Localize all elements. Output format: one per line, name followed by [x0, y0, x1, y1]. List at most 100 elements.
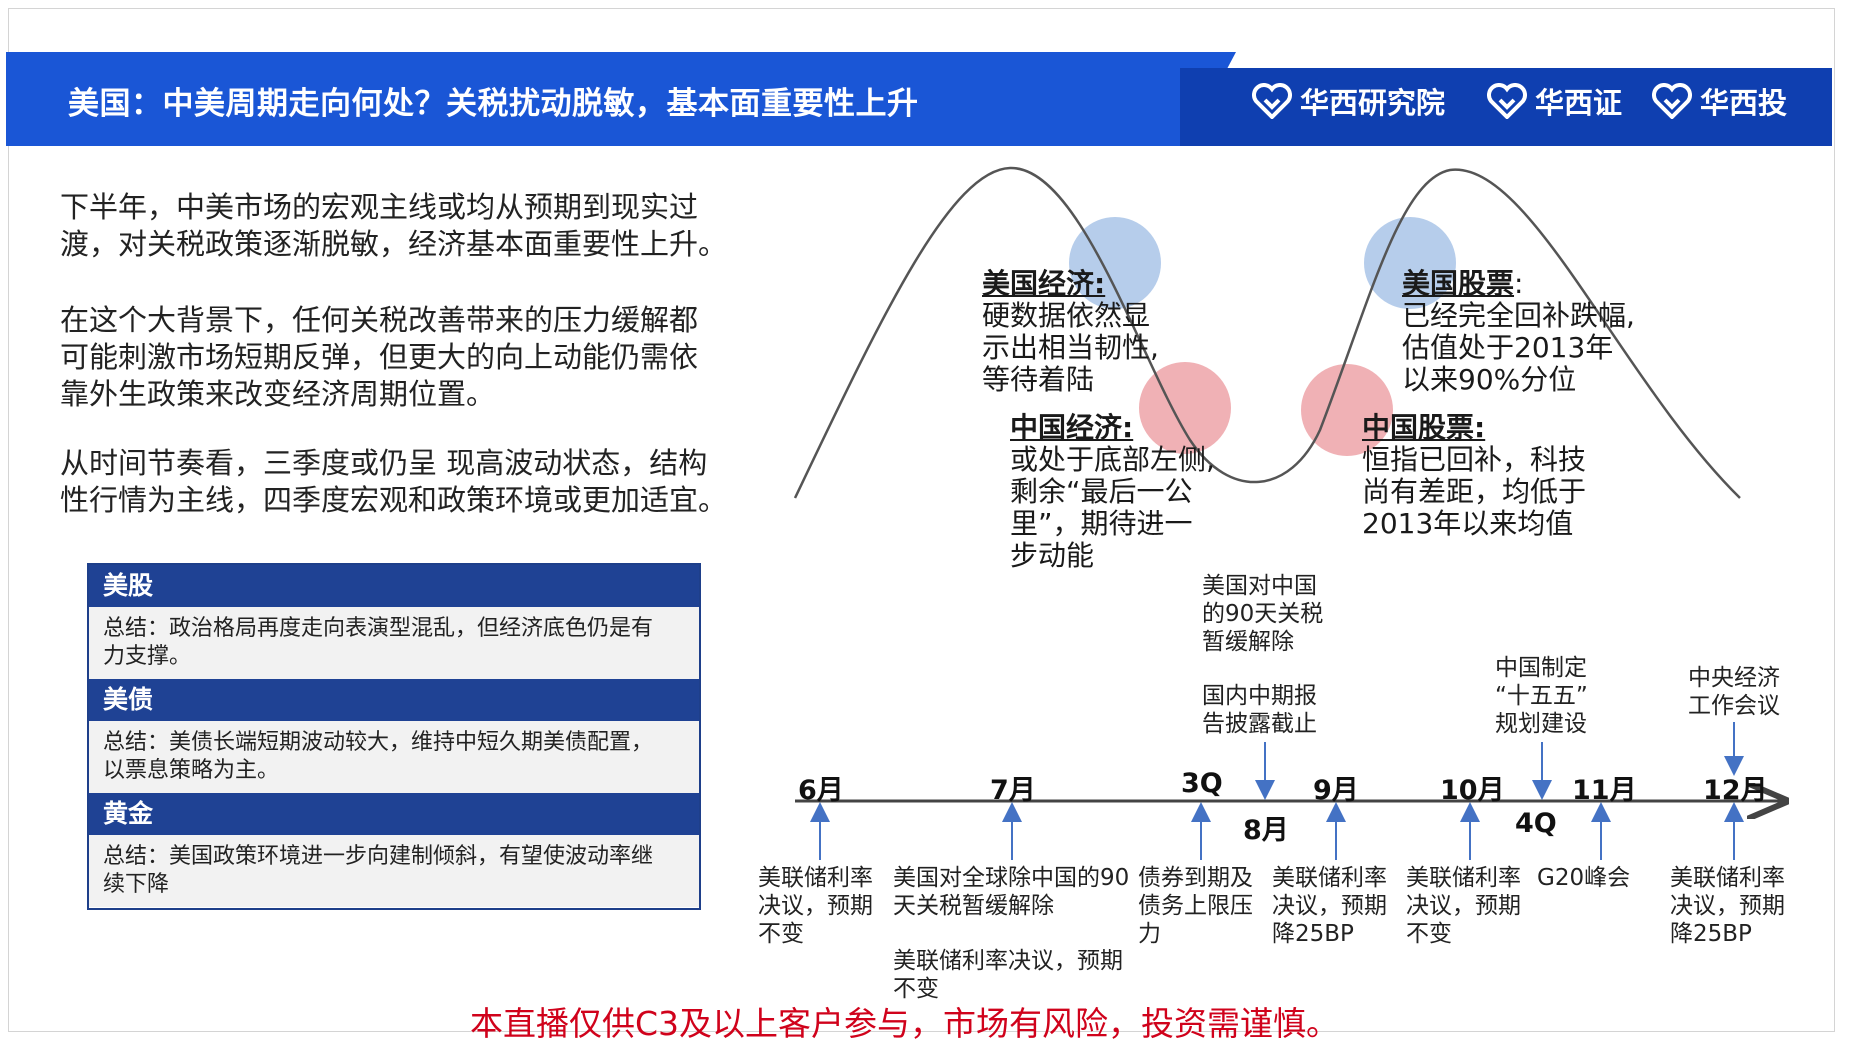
annotation-line: 示出相当韧性, — [982, 331, 1159, 364]
event-line: 不变 — [758, 921, 804, 947]
paragraph-line: 下半年，中美市场的宏观主线或均从预期到现实过 — [60, 190, 699, 224]
event-line: 美国对中国 — [1202, 573, 1317, 599]
month-label-3q: 3Q — [1181, 768, 1223, 799]
paragraph-line: 在这个大背景下，任何关税改善带来的压力缓解都 — [60, 303, 699, 337]
paragraph-line: 性行情为主线，四季度宏观和政策环境或更加适宜。 — [60, 483, 728, 517]
event-line: 降25BP — [1670, 921, 1752, 947]
brand-logo-invest: 华西投 — [1652, 80, 1787, 122]
event-fed-jul: 美联储利率决议，预期 不变 — [893, 947, 1123, 1003]
annotation-us-stocks: 美国股票: 已经完全回补跌幅, 估值处于2013年 以来90%分位 — [1402, 268, 1635, 396]
summary-line: 总结：美债长端短期波动较大，维持中短久期美债配置， — [103, 730, 654, 755]
header-banner — [6, 52, 1236, 146]
month-label-jun: 6月 — [798, 775, 844, 806]
event-line: 中央经济 — [1688, 665, 1780, 691]
summary-body-us-bonds: 总结：美债长端短期波动较大，维持中短久期美债配置， 以票息策略为主。 — [89, 721, 699, 793]
disclaimer-text: 本直播仅供C3及以上客户参与，市场有风险，投资需谨慎。 — [470, 1004, 1340, 1043]
event-line: 决议，预期 — [1670, 893, 1785, 919]
month-label-aug: 8月 — [1243, 815, 1289, 846]
summary-title-us-stocks: 美股 — [89, 565, 699, 607]
summary-table: 美股 总结：政治格局再度走向表演型混乱，但经济底色仍是有 力支撑。 美债 总结：… — [87, 563, 701, 910]
event-line: “十五五” — [1495, 683, 1588, 709]
event-us-cn-tariff: 美国对中国 的90天关税 暂缓解除 — [1202, 572, 1323, 656]
summary-line: 力支撑。 — [103, 644, 192, 669]
event-line: 不变 — [893, 976, 939, 1002]
paragraph-line: 渡，对关税政策逐渐脱敏，经济基本面重要性上升。 — [60, 227, 728, 261]
annotation-us-economy: 美国经济: 硬数据依然显 示出相当韧性, 等待着陆 — [982, 268, 1159, 396]
month-label-4q: 4Q — [1515, 808, 1557, 839]
summary-body-us-stocks: 总结：政治格局再度走向表演型混乱，但经济底色仍是有 力支撑。 — [89, 607, 699, 679]
brand-logo-research: 华西研究院 — [1252, 80, 1445, 122]
month-label-sep: 9月 — [1313, 775, 1359, 806]
heart-logo-icon — [1252, 83, 1292, 119]
event-line: 天关税暂缓解除 — [893, 893, 1054, 919]
annotation-line: 2013年以来均值 — [1362, 507, 1574, 540]
paragraph-line: 靠外生政策来改变经济周期位置。 — [60, 377, 496, 411]
event-line: 美联储利率 — [1272, 865, 1387, 891]
event-line: 中国制定 — [1495, 655, 1587, 681]
event-line: 暂缓解除 — [1202, 629, 1294, 655]
event-line: 决议，预期 — [1272, 893, 1387, 919]
event-debt-ceiling: 债券到期及 债务上限压 力 — [1138, 864, 1253, 948]
page-title: 美国：中美周期走向何处？关税扰动脱敏，基本面重要性上升 — [68, 86, 919, 122]
annotation-line: 或处于底部左侧, — [1010, 443, 1215, 476]
heart-logo-icon — [1652, 83, 1692, 119]
heart-logo-icon — [1487, 83, 1527, 119]
paragraph-timing: 从时间节奏看，三季度或仍呈 现高波动状态，结构 性行情为主线，四季度宏观和政策环… — [60, 445, 760, 519]
summary-line: 总结：政治格局再度走向表演型混乱，但经济底色仍是有 — [103, 616, 654, 641]
annotation-title: 中国经济: — [1010, 411, 1134, 444]
event-line: 告披露截止 — [1202, 711, 1317, 737]
annotation-cn-economy: 中国经济: 或处于底部左侧, 剩余“最后一公 里”，期待进一 步动能 — [1010, 412, 1215, 572]
annotation-cn-stocks: 中国股票: 恒指已回补，科技 尚有差距，均低于 2013年以来均值 — [1362, 412, 1586, 540]
summary-line: 续下降 — [103, 872, 170, 897]
event-line: 工作会议 — [1688, 693, 1780, 719]
annotation-title-suffix: : — [1514, 267, 1524, 300]
event-line: 决议，预期 — [758, 893, 873, 919]
month-label-oct: 10月 — [1440, 775, 1505, 806]
annotation-title: 美国经济: — [982, 267, 1106, 300]
event-line: 债券到期及 — [1138, 865, 1253, 891]
annotation-line: 估值处于2013年 — [1402, 331, 1614, 364]
annotation-line: 步动能 — [1010, 539, 1095, 572]
annotation-line: 硬数据依然显 — [982, 299, 1151, 332]
brand-text: 华西研究院 — [1300, 86, 1446, 120]
event-line: 美联储利率 — [758, 865, 873, 891]
annotation-line: 恒指已回补，科技 — [1362, 443, 1587, 476]
cycle-curve — [793, 166, 1741, 499]
event-line: 的90天关税 — [1202, 601, 1324, 627]
annotation-title: 美国股票 — [1402, 267, 1515, 300]
annotation-line: 以来90%分位 — [1402, 363, 1577, 396]
brand-text: 华西证 — [1535, 86, 1623, 120]
annotation-line: 等待着陆 — [982, 363, 1095, 396]
summary-title-us-bonds: 美债 — [89, 679, 699, 721]
event-fed-sep: 美联储利率 决议，预期 降25BP — [1272, 864, 1387, 948]
event-line: 决议，预期 — [1406, 893, 1521, 919]
brand-text: 华西投 — [1700, 86, 1788, 120]
event-fed-jun: 美联储利率 决议，预期 不变 — [758, 864, 873, 948]
event-line: G20峰会 — [1537, 865, 1631, 891]
annotation-line: 剩余“最后一公 — [1010, 475, 1193, 508]
month-label-nov: 11月 — [1572, 775, 1637, 806]
paragraph-outlook: 下半年，中美市场的宏观主线或均从预期到现实过 渡，对关税政策逐渐脱敏，经济基本面… — [60, 189, 760, 263]
us-stock-circle — [1364, 217, 1456, 309]
event-g20-summit: G20峰会 — [1537, 864, 1630, 892]
event-line: 不变 — [1406, 921, 1452, 947]
summary-line: 总结：美国政策环境进一步向建制倾斜，有望使波动率继 — [103, 844, 654, 869]
summary-body-gold: 总结：美国政策环境进一步向建制倾斜，有望使波动率继 续下降 — [89, 835, 699, 907]
brand-logo-securities: 华西证 — [1487, 80, 1622, 122]
annotation-line: 已经完全回补跌幅, — [1402, 299, 1635, 332]
summary-line: 以票息策略为主。 — [103, 758, 280, 783]
event-line: 美国对全球除中国的90 — [893, 865, 1130, 891]
event-line: 规划建设 — [1495, 711, 1587, 737]
event-line: 美联储利率 — [1670, 865, 1785, 891]
event-cn-midterm-report: 国内中期报 告披露截止 — [1202, 682, 1317, 738]
annotation-title: 中国股票: — [1362, 411, 1486, 444]
event-fed-oct: 美联储利率 决议，预期 不变 — [1406, 864, 1521, 948]
event-line: 美联储利率 — [1406, 865, 1521, 891]
annotation-line: 里”，期待进一 — [1010, 507, 1193, 540]
paragraph-line: 可能刺激市场短期反弹，但更大的向上动能仍需依 — [60, 340, 699, 374]
cn-stock-circle — [1301, 364, 1393, 456]
us-economy-circle — [1069, 217, 1161, 309]
event-cn-five-year-plan: 中国制定 “十五五” 规划建设 — [1495, 654, 1588, 738]
event-central-economic-conference: 中央经济 工作会议 — [1688, 664, 1780, 720]
